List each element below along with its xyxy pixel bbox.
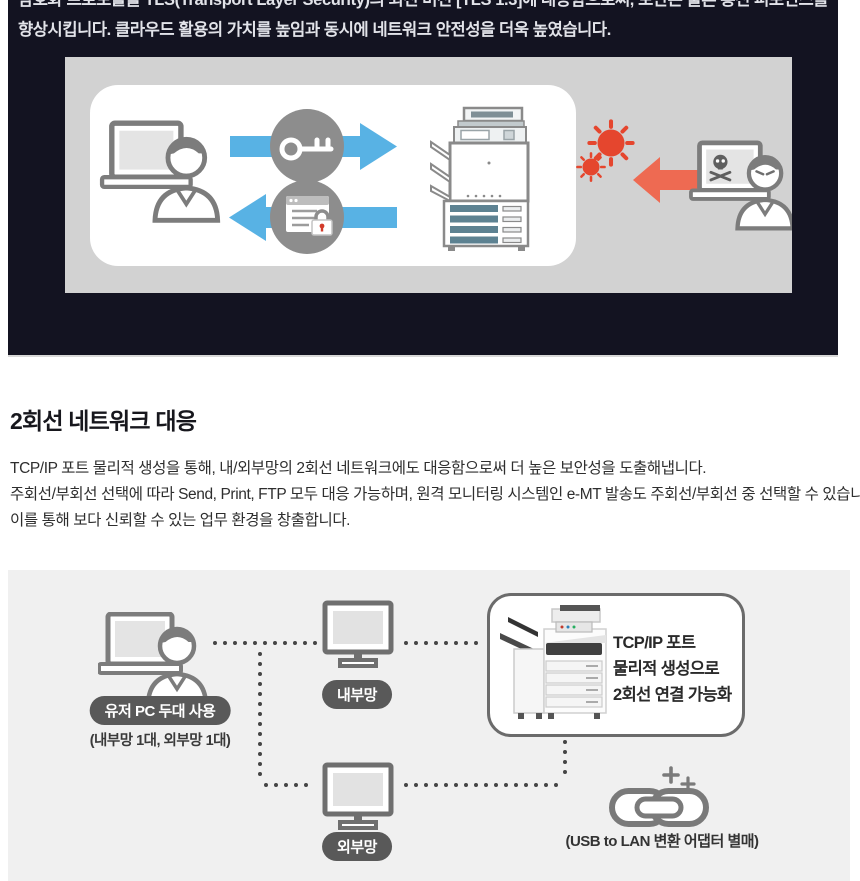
tls-section: 암호화 프로토콜을 TLS(Transport Layer Security)의… (8, 0, 838, 357)
skull-icon (709, 154, 732, 182)
section-heading: 2회선 네트워크 대응 (10, 408, 197, 434)
internal-net-pill: 내부망 (322, 680, 392, 709)
external-monitor-icon (322, 762, 394, 830)
section-body-line3: 이를 통해 보다 신뢰할 수 있는 업무 환경을 창출합니다. (10, 512, 351, 529)
tls-diagram-panel (65, 57, 792, 293)
tls-diagram (90, 85, 792, 266)
key-icon (270, 109, 344, 183)
virus-icon (576, 152, 606, 182)
section-body-line2: 주회선/부회선 선택에 따라 Send, Print, FTP 모두 대응 가능… (10, 486, 860, 503)
user-pc-pill: 유저 PC 두대 사용 (89, 696, 231, 725)
section-body: TCP/IP 포트 물리적 생성을 통해, 내/외부망의 2회선 네트워크에도 … (10, 456, 860, 534)
adapter-note: (USB to LAN 변환 어댑터 별매) (565, 833, 759, 850)
user-pc-icon (98, 612, 210, 707)
attack-arrow (633, 157, 707, 203)
printer-caption-line1: TCP/IP 포트 (613, 634, 696, 652)
user-pc-note: (내부망 1대, 외부망 1대) (89, 733, 231, 749)
network-dotted-lines (213, 641, 567, 787)
virus-icon (589, 121, 632, 164)
section-body-line1: TCP/IP 포트 물리적 생성을 통해, 내/외부망의 2회선 네트워크에도 … (10, 460, 707, 477)
chain-link-icon (609, 766, 709, 827)
printer-caption-line3: 2회선 연결 가능화 (613, 686, 732, 704)
printer-icon (430, 106, 530, 251)
internal-monitor-icon (322, 600, 394, 668)
network-diagram-panel: 유저 PC 두대 사용 (내부망 1대, 외부망 1대) 내부망 외부망 (8, 570, 850, 881)
external-net-pill: 외부망 (322, 832, 392, 861)
printer-card: TCP/IP 포트 물리적 생성으로 2회선 연결 가능화 (487, 593, 745, 737)
tls-paragraph-line2: 향상시킵니다. 클라우드 활용의 가치를 높임과 동시에 네트워크 안전성을 더… (18, 21, 611, 39)
printer-caption-line2: 물리적 생성으로 (613, 660, 720, 678)
tls-paragraph-line1: 암호화 프로토콜을 TLS(Transport Layer Security)의… (18, 0, 829, 9)
printer-caption: TCP/IP 포트 물리적 생성으로 2회선 연결 가능화 (613, 630, 732, 708)
encrypted-document-icon (270, 180, 344, 254)
printer-photo (500, 605, 607, 719)
hacker-laptop-icon (691, 143, 792, 229)
